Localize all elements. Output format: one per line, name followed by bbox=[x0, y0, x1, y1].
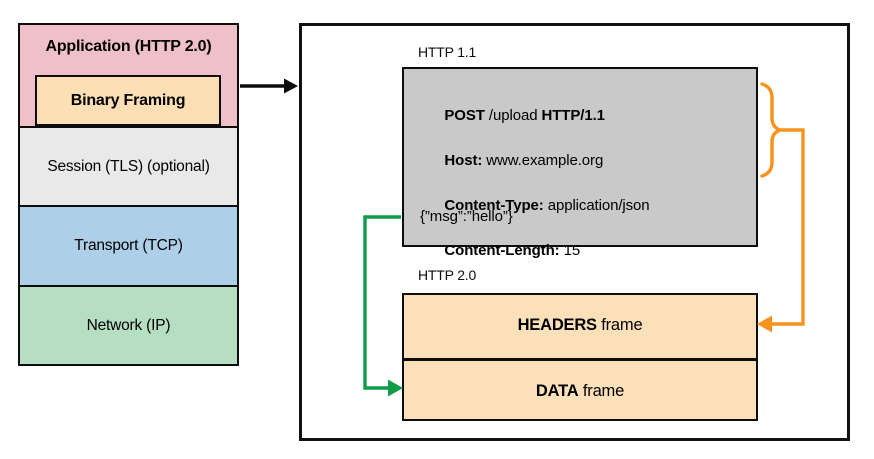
content-type-header-label: Content-Type: bbox=[444, 196, 544, 214]
headers-frame-suffix: frame bbox=[596, 315, 643, 334]
http11-section-label: HTTP 1.1 bbox=[418, 44, 477, 60]
data-frame-suffix: frame bbox=[578, 381, 625, 400]
request-path: /upload bbox=[484, 106, 542, 124]
content-type-header-value: application/json bbox=[543, 196, 650, 214]
headers-frame-box: HEADERS frame bbox=[404, 295, 756, 355]
stack-layer-binary-framing: Binary Framing bbox=[35, 75, 221, 126]
headers-frame-keyword: HEADERS bbox=[517, 315, 597, 334]
data-frame-keyword: DATA bbox=[535, 381, 579, 400]
content-length-header-label: Content-Length: bbox=[444, 241, 560, 259]
http11-request-box: POST /upload HTTP/1.1 Host: www.example.… bbox=[402, 67, 758, 259]
http20-frames-box: HEADERS frame DATA frame bbox=[402, 293, 758, 421]
http11-request-headers: POST /upload HTTP/1.1 Host: www.example.… bbox=[420, 82, 650, 285]
binary-framing-label: Binary Framing bbox=[70, 91, 186, 109]
session-layer-label: Session (TLS) (optional) bbox=[47, 157, 210, 175]
http20-section-label: HTTP 2.0 bbox=[418, 267, 477, 283]
host-header-value: www.example.org bbox=[482, 151, 604, 169]
host-header-label: Host: bbox=[444, 151, 483, 169]
data-frame-box: DATA frame bbox=[404, 358, 756, 421]
network-layer-label: Network (IP) bbox=[86, 316, 171, 334]
content-length-header-value: 15 bbox=[559, 241, 581, 259]
http11-request-body: {”msg”:”hello”} bbox=[420, 208, 513, 225]
stack-layer-network: Network (IP) bbox=[18, 285, 239, 366]
request-method: POST bbox=[444, 106, 485, 124]
application-layer-label: Application (HTTP 2.0) bbox=[45, 38, 212, 55]
request-version: HTTP/1.1 bbox=[541, 106, 605, 124]
transport-layer-label: Transport (TCP) bbox=[74, 237, 183, 254]
protocol-stack: Application (HTTP 2.0) Binary Framing Se… bbox=[0, 0, 260, 459]
stack-layer-session: Session (TLS) (optional) bbox=[18, 126, 239, 207]
stack-layer-transport: Transport (TCP) bbox=[18, 205, 239, 287]
stack-layer-application: Application (HTTP 2.0) Binary Framing bbox=[18, 23, 239, 128]
